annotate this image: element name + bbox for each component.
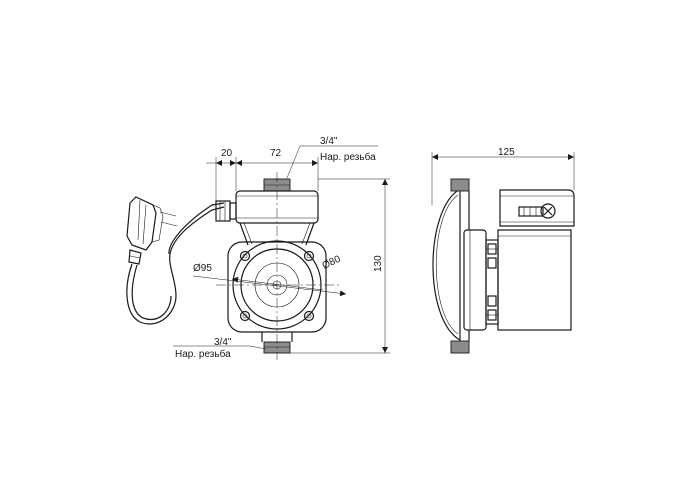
dim-20-label: 20	[221, 148, 233, 159]
rotor-housing-curve	[432, 188, 461, 341]
pump-volute	[227, 241, 327, 333]
side-view	[432, 178, 575, 354]
side-dimensions	[431, 152, 575, 205]
dim-d95-label: Ø95	[193, 263, 212, 274]
side-flange	[463, 229, 487, 331]
thread-top-size: 3/4"	[320, 136, 338, 147]
power-cord	[126, 202, 225, 325]
front-dimensions	[173, 145, 390, 354]
thread-bottom-label: Нар. резьба	[175, 348, 231, 360]
dim-72-label: 72	[270, 148, 282, 159]
thread-top-label: Нар. резьба	[320, 151, 376, 163]
side-motor-body	[497, 229, 572, 331]
power-plug	[126, 196, 178, 265]
dim-d80-label: Ø80	[321, 254, 343, 272]
dim-130-label: 130	[373, 255, 384, 272]
thread-bottom-size: 3/4"	[214, 337, 232, 348]
terminal-box	[499, 189, 575, 227]
front-view	[192, 172, 347, 360]
mounting-screws	[239, 250, 315, 322]
dim-125-label: 125	[498, 147, 515, 158]
